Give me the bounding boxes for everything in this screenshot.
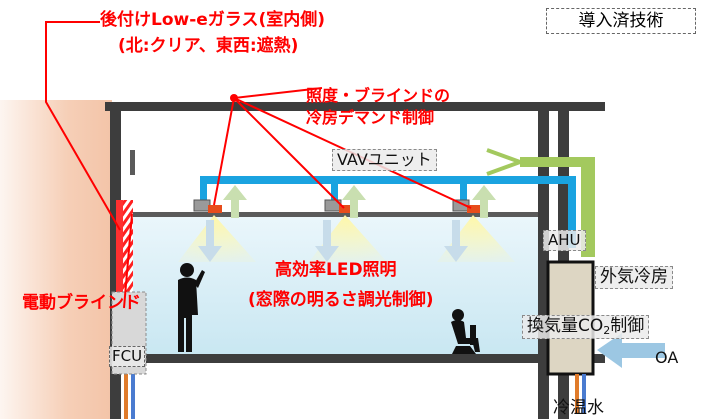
glass-callout-title: 後付けLow-eガラス(室内側) [100,10,326,30]
pipe-cold [582,374,586,414]
supply-air-arrow [444,220,468,262]
ceiling-slab [105,102,565,111]
glass-leader [45,21,121,231]
co2-subscript: 2 [603,324,611,337]
led-label-line1: 高効率LED照明 [275,260,397,280]
led-label-line2: (窓際の明るさ調光制御) [248,290,434,310]
control-callout-line1: 照度・ブラインドの [306,86,451,105]
supply-air-arrow [198,220,222,262]
supply-air-arrow [315,220,339,262]
control-callout-line2: 冷房デマンド制御 [306,108,435,127]
control-leader [233,97,345,209]
water-pipes [124,374,586,419]
left-column [110,102,121,419]
supply-duct [200,176,576,248]
right-column [538,102,549,419]
supply-duct-drop [331,176,338,206]
exterior-facade [0,100,112,419]
pipe-hot [124,374,128,419]
callout-dots [230,94,238,102]
chilled-water-label: 冷温水 [553,398,604,418]
supply-duct-drop [200,176,207,206]
return-air-arrows [223,185,496,218]
electric-blind [123,200,133,348]
vav-unit-label: VAVユニット [332,149,437,171]
outdoor-cooling-label: 外気冷房 [595,266,673,289]
led-fixture [208,205,222,213]
supply-duct-riser [568,176,576,248]
diffuser [193,199,211,212]
glass-callout-sub: (北:クリア、東西:遮熱) [118,36,299,56]
return-duct-top [520,157,595,167]
return-arrow [486,148,526,176]
oa-label: OA [655,348,679,367]
floor-slab [110,354,570,363]
supply-duct-main [200,176,576,184]
led-fixture [339,205,353,213]
oa-arrow [597,333,665,368]
air-arrows [198,220,468,262]
standing-person-icon [178,263,205,352]
pipe-cold [131,374,135,419]
ceiling-line [122,212,538,217]
technology-badge: 導入済技術 [546,8,696,34]
co2-prefix: 換気量CO [527,316,604,336]
led-fixtures [208,205,481,213]
low-e-glass [116,200,123,348]
ahu-label: AHU [543,230,586,251]
shaft-slab-top [565,102,605,111]
window-head-detail [130,150,135,175]
co2-control-label: 換気量CO2制御 [522,315,650,339]
co2-suffix: 制御 [610,316,645,336]
return-air-arrow [223,185,247,218]
supply-duct-drop [460,176,467,206]
seated-person-icon [451,309,480,354]
blind-label: 電動ブラインド [22,293,141,313]
led-fixture [467,205,481,213]
blind-leader [123,213,133,309]
fcu-label: FCU [109,346,146,367]
return-air-arrow [472,185,496,218]
pipe-hot [575,374,579,414]
light-cone [178,215,256,262]
return-air-arrow [342,185,366,218]
